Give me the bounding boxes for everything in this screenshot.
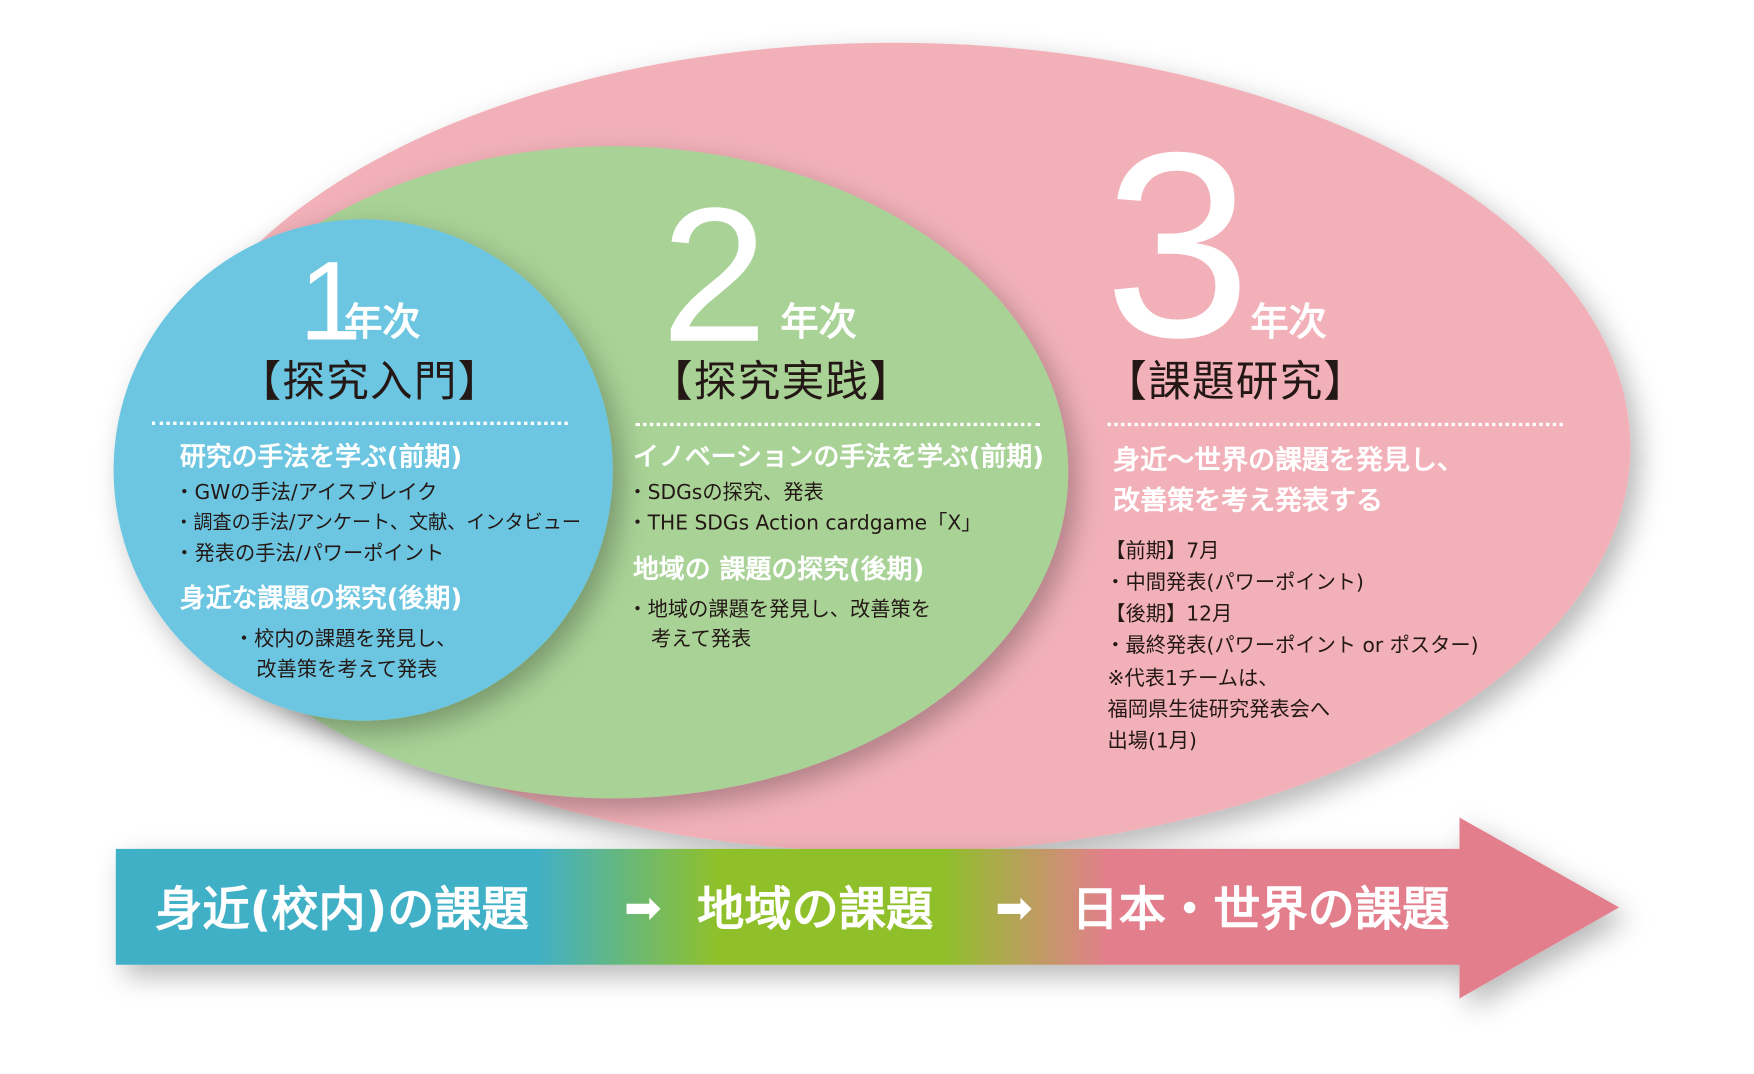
year3-heading: 改善策を考え発表する <box>1113 484 1384 517</box>
year1-heading2: 身近な課題の探究(後期) <box>179 584 463 614</box>
year2-bullet: ・SDGsの探究、発表 <box>627 481 824 505</box>
year3-heading: 身近～世界の課題を発見し、 <box>1113 444 1464 476</box>
year1-number: 1 <box>299 238 362 365</box>
arrow-stage-region: 地域の課題 <box>697 881 934 937</box>
year1-suffix: 年次 <box>344 300 421 346</box>
arrow-stage-world: 日本・世界の課題 <box>1071 881 1450 937</box>
year3-line: ・中間発表(パワーポイント) <box>1105 571 1364 595</box>
year3-line: ※代表1チームは、 <box>1107 666 1279 691</box>
year1-theme: 【探究入門】 <box>238 356 502 406</box>
year2-number: 2 <box>661 168 768 383</box>
year3-number: 3 <box>1104 96 1252 393</box>
year2-divider <box>635 422 1041 427</box>
year2-bullet: ・地域の課題を発見し、改善策を <box>627 598 932 622</box>
arrow-right-icon: ➡ <box>624 882 662 935</box>
year3-divider <box>1107 422 1563 427</box>
year3-line: 福岡県生徒研究発表会へ <box>1107 698 1331 722</box>
year3-line: 【後期】12月 <box>1105 602 1233 627</box>
year2-theme: 【探究実践】 <box>649 356 914 406</box>
progress-arrow <box>115 817 1620 999</box>
year3-line: 出場(1月) <box>1107 729 1197 754</box>
year1-bullet: ・GWの手法/アイスブレイク <box>174 481 438 505</box>
year1-bullet: ・発表の手法/パワーポイント <box>174 541 445 566</box>
year1-bullet: ・調査の手法/アンケート、文献、インタビュー <box>174 511 581 535</box>
arrow-stage-local: 身近(校内)の課題 <box>155 881 529 937</box>
year2-suffix: 年次 <box>780 300 857 346</box>
year1-divider <box>151 421 568 426</box>
year2-bullet-cont: 考えて発表 <box>651 627 752 652</box>
year3-suffix: 年次 <box>1250 300 1327 346</box>
year3-line: 【前期】7月 <box>1105 539 1220 564</box>
year2-bullet: ・THE SDGs Action cardgame「X」 <box>627 511 982 536</box>
year1-circle <box>113 219 613 721</box>
year2-heading1: イノベーションの手法を学ぶ(前期) <box>633 443 1045 473</box>
year3-theme: 【課題研究】 <box>1104 356 1368 406</box>
year1-bullet: ・校内の課題を発見し、 <box>233 627 457 652</box>
arrow-right-icon: ➡ <box>995 882 1033 935</box>
year1-heading1: 研究の手法を学ぶ(前期) <box>179 443 463 473</box>
year3-line: ・最終発表(パワーポイント or ポスター) <box>1105 634 1479 658</box>
year2-heading2: 地域の 課題の探究(後期) <box>633 555 925 585</box>
year1-bullet-cont: 改善策を考えて発表 <box>256 657 438 682</box>
